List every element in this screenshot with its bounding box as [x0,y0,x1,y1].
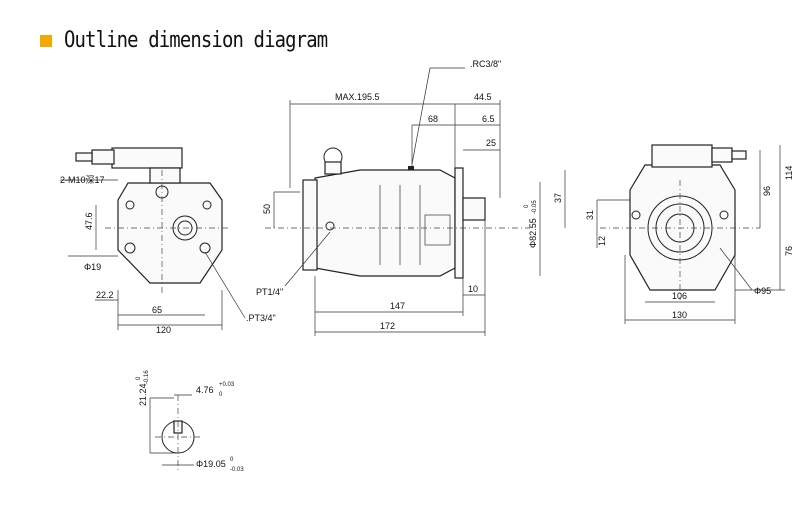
label-147: 147 [390,301,405,311]
label-172: 172 [380,321,395,331]
leader-pt34 [204,251,246,319]
label-shaft-phi-tol-dn: -0.03 [230,467,244,473]
label-130: 130 [672,310,687,320]
label-shaft-phi-tol-up: 0 [230,457,234,463]
rear-view: 31 12 96 114 76 106 Φ95 130 [585,144,794,324]
side-view-shaft [462,197,486,221]
front-view-body [117,182,223,284]
label-bolts: 2-M10深17 [60,175,105,185]
front-view-valve [111,147,183,169]
leader-rc38 [411,67,431,165]
label-76: 76 [784,246,794,256]
label-6-5: 6.5 [482,114,495,124]
label-key-width-tol-dn: 0 [219,392,223,398]
label-10: 10 [468,284,478,294]
front-view-valve-stem [75,152,93,162]
label-max195-5: MAX.195.5 [335,92,380,102]
label-114: 114 [784,166,794,180]
rear-view-bolt-left [631,210,641,220]
title-bullet-icon [40,34,52,47]
front-view-valve-knob [91,149,115,165]
label-47-6: 47.6 [84,212,94,230]
leader-phi95 [719,247,753,291]
label-120: 120 [156,325,171,335]
label-key-height-tol-dn: -0.16 [144,370,150,384]
label-65: 65 [152,305,162,315]
key-detail: 21.24 0 -0.16 4.76 +0.03 0 Φ19.05 0 -0.0… [136,370,244,473]
label-key-width-tol-up: +0.03 [219,382,235,388]
label-25: 25 [486,138,496,148]
rear-view-bolt-right [719,210,729,220]
side-view-rc-port [408,166,414,170]
rear-view-valve-stem [731,150,747,160]
label-12: 12 [597,236,607,246]
label-44-5: 44.5 [474,92,492,102]
label-50: 50 [262,204,272,214]
label-22-2: 22.2 [96,290,114,300]
front-view-bolt-2 [202,200,212,210]
page-title: Outline dimension diagram [64,28,328,53]
rear-view-valve [651,144,713,168]
label-rc3-8: .RC3/8" [470,59,501,69]
title-block: Outline dimension diagram [40,28,370,53]
label-phi19: Φ19 [84,262,101,272]
label-phi82-tol-up: 0 [524,204,530,208]
front-view-port-bottom-right [199,242,211,254]
label-shaft-phi: Φ19.05 [196,459,226,469]
label-phi95: Φ95 [754,286,771,296]
front-view-valve-base [149,167,181,184]
front-view-bolt-1 [125,200,135,210]
front-view-port-bottom-left [124,242,136,254]
side-view-port-pt14 [325,221,335,231]
label-phi82-tol-dn: -0.05 [532,200,538,214]
label-68: 68 [428,114,438,124]
rear-view-valve-knob [711,147,733,163]
rear-view-body [629,164,736,291]
label-96: 96 [762,186,772,196]
label-phi82-55: Φ82.55 [528,218,538,248]
label-pt3-4: .PT3/4" [246,313,276,323]
front-view: 2-M10深17 47.6 Φ19 22.2 65 120 .PT3/4" [60,147,276,335]
side-view-window [424,214,451,246]
side-view-flange [454,167,464,279]
label-106: 106 [672,291,687,301]
label-key-width: 4.76 [196,385,214,395]
leader-pt14 [284,231,331,287]
label-key-height-tol-up: 0 [136,376,142,380]
label-37: 37 [553,193,563,203]
side-view: MAX.195.5 44.5 68 6.5 25 .RC3/8" 50 37 Φ… [256,59,566,336]
label-key-height: 21.24 [138,383,148,406]
label-pt1-4: PT1/4" [256,287,283,297]
side-view-eye-base [324,161,342,175]
side-view-body [314,169,456,277]
side-view-cap [302,179,318,271]
label-31: 31 [585,210,595,220]
